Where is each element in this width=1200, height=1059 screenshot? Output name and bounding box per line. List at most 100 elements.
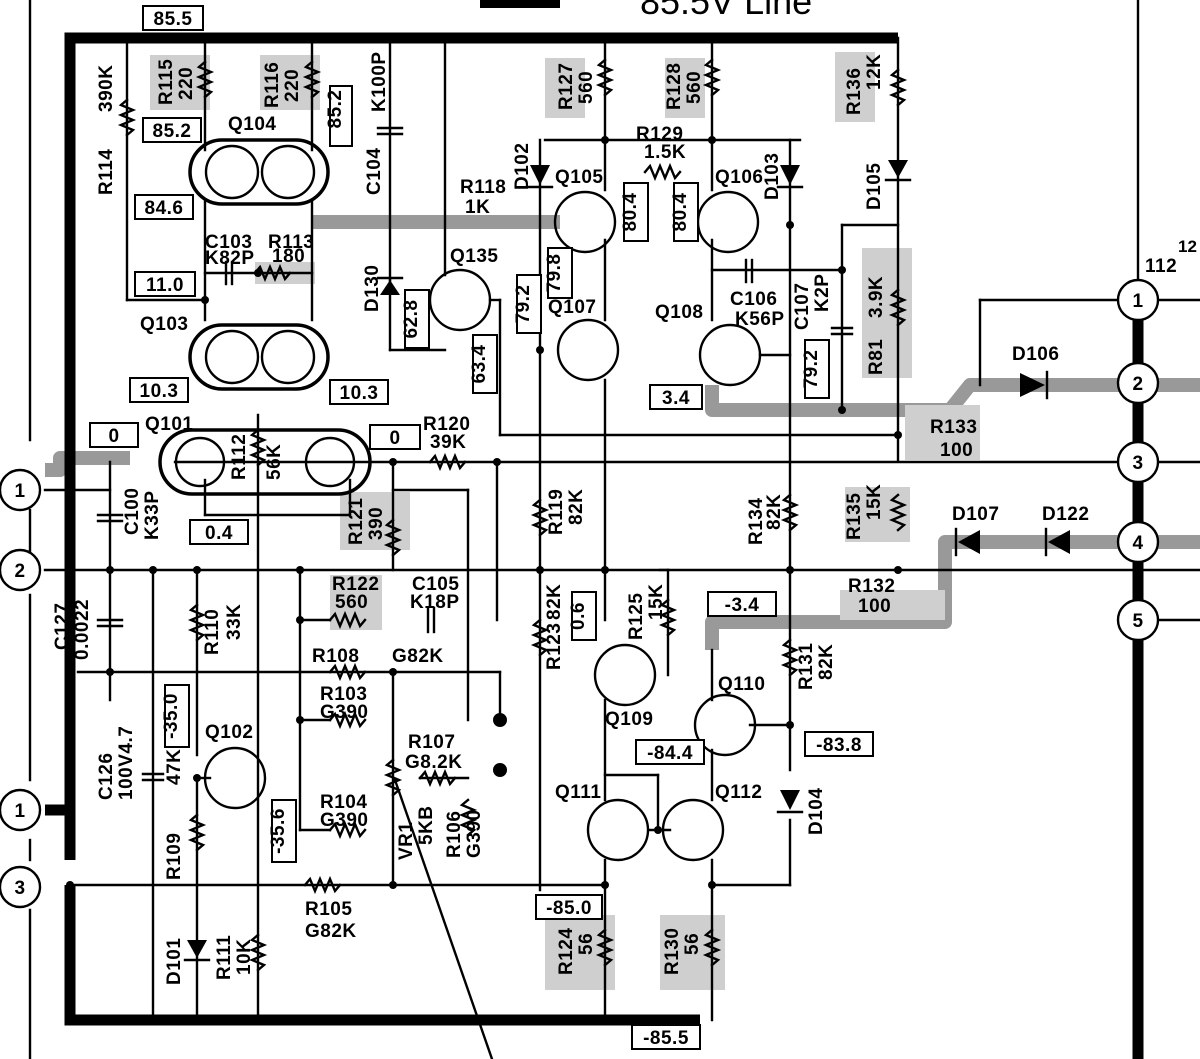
- r131-ref: R131: [796, 643, 817, 690]
- r104-ref: R104: [320, 792, 367, 813]
- r122-value: 560: [335, 592, 368, 613]
- r81-value: 3.9K: [866, 276, 887, 318]
- r129-ref: R129: [636, 124, 683, 145]
- pin-left-1b[interactable]: 1: [0, 788, 42, 832]
- r110-value: 33K: [224, 604, 245, 640]
- c106-ref: C106: [730, 289, 777, 310]
- pin-left-2[interactable]: 2: [0, 548, 42, 592]
- d107-label: D107: [952, 504, 999, 525]
- pin-right-5[interactable]: 5: [1116, 598, 1160, 642]
- svg-text:80.4: 80.4: [620, 193, 641, 232]
- r131-value: 82K: [816, 644, 837, 680]
- q107-symbol: [556, 318, 620, 382]
- d106-label: D106: [1012, 344, 1059, 365]
- r125-value: 15K: [646, 584, 667, 620]
- r123-ref: R123: [544, 623, 565, 670]
- r135-ref: R135: [844, 493, 865, 540]
- supply-buses: [28, 0, 1144, 1059]
- pin-left-3[interactable]: 3: [0, 865, 42, 909]
- r134-ref: R134: [746, 498, 767, 545]
- q135-symbol: [428, 268, 492, 332]
- svg-text:3: 3: [14, 878, 25, 899]
- svg-text:5: 5: [1132, 611, 1143, 632]
- q111-symbol: [586, 798, 650, 862]
- r127-value: 560: [576, 71, 597, 104]
- svg-text:10.3: 10.3: [340, 383, 379, 404]
- r128-value: 560: [684, 71, 705, 104]
- pin-right-3[interactable]: 3: [1116, 440, 1160, 484]
- r107-ref: R107: [408, 732, 455, 753]
- c127-value: 0.0022: [72, 599, 93, 660]
- r111-value: 10K: [234, 939, 255, 975]
- pin-right-4[interactable]: 4: [1116, 520, 1160, 564]
- pin-right-2[interactable]: 2: [1116, 361, 1160, 405]
- connector-pins: 1 2 3 4 5 1 2 1 3 112 12: [0, 237, 1197, 909]
- q106-symbol: [696, 190, 760, 254]
- svg-text:-83.8: -83.8: [816, 735, 862, 756]
- r105-value: G82K: [305, 921, 357, 942]
- connector-name-partial: 12: [1178, 237, 1197, 256]
- d104-label: D104: [806, 788, 827, 835]
- svg-text:0: 0: [389, 428, 400, 449]
- q101-label: Q101: [145, 414, 193, 435]
- r120-value: 39K: [430, 432, 466, 453]
- svg-text:79.2: 79.2: [513, 285, 534, 324]
- r118-ref: R118: [460, 177, 506, 198]
- c100-ref: C100: [122, 488, 143, 535]
- pin-left-1[interactable]: 1: [0, 468, 42, 512]
- r108-value: G82K: [392, 646, 444, 667]
- svg-text:62.8: 62.8: [401, 300, 422, 339]
- svg-text:11.0: 11.0: [146, 275, 184, 296]
- q102-label: Q102: [205, 722, 253, 743]
- c104-ref: C104: [364, 148, 385, 195]
- svg-text:3.4: 3.4: [662, 388, 690, 409]
- r123-value: 82K: [544, 584, 565, 620]
- svg-text:1: 1: [14, 801, 25, 822]
- c106-value: K56P: [735, 309, 785, 330]
- q106-label: Q106: [715, 167, 763, 188]
- q104-package: [188, 138, 330, 206]
- r124-ref: R124: [556, 928, 577, 975]
- r128-ref: R128: [664, 63, 685, 110]
- svg-text:0.4: 0.4: [205, 523, 233, 544]
- vr101-ref: VR1: [396, 822, 417, 860]
- svg-text:85.2: 85.2: [325, 90, 346, 129]
- r113-ref: R113: [268, 232, 314, 253]
- c105-value: K18P: [410, 592, 460, 613]
- pin-right-1[interactable]: 1: [1116, 278, 1160, 322]
- c107-value: K2P: [812, 274, 833, 312]
- c104-value: K100P: [369, 51, 390, 112]
- d101-label: D101: [164, 938, 185, 985]
- q111-label: Q111: [555, 782, 601, 803]
- svg-text:0: 0: [108, 426, 119, 447]
- r109-ref: R109: [164, 833, 185, 880]
- r110-ref: R110: [202, 609, 223, 655]
- r113-value: 180: [272, 246, 305, 267]
- svg-text:80.4: 80.4: [670, 193, 691, 232]
- r109-value: 47K: [164, 749, 185, 785]
- c126-value: 100V4.7: [116, 726, 137, 800]
- svg-text:79.2: 79.2: [801, 350, 822, 389]
- q101-package: [158, 428, 372, 496]
- diodes: [183, 160, 1070, 962]
- c127-ref: C127: [52, 603, 73, 650]
- q110-label: Q110: [718, 674, 765, 695]
- component-labels: Q104 Q103 Q101 Q102 Q105 Q106 Q107 Q108 …: [52, 51, 1089, 985]
- q105-symbol: [553, 190, 617, 254]
- svg-text:2: 2: [14, 561, 25, 582]
- q112-label: Q112: [715, 782, 762, 803]
- r121-ref: R121: [346, 498, 367, 545]
- r133-ref: R133: [930, 417, 977, 438]
- r118-value: 1K: [465, 197, 490, 218]
- r119-value: 82K: [566, 489, 587, 525]
- q104-label: Q104: [228, 114, 276, 135]
- r130-value: 56: [682, 933, 703, 955]
- highlight-bands: [45, 52, 1200, 990]
- r115-value: 220: [176, 67, 197, 100]
- r134-value: 82K: [764, 494, 785, 530]
- svg-text:0.6: 0.6: [568, 602, 589, 630]
- r114-value: 390K: [96, 65, 117, 112]
- svg-text:84.6: 84.6: [145, 198, 184, 219]
- q107-label: Q107: [548, 297, 596, 318]
- r115-ref: R115: [156, 59, 177, 105]
